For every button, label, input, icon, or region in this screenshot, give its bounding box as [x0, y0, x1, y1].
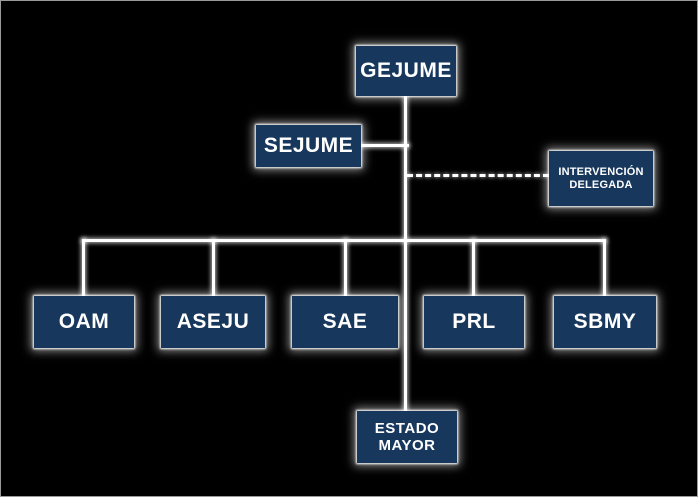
node-estado-mayor-label: ESTADO MAYOR — [374, 419, 440, 454]
node-gejume: GEJUME — [356, 46, 456, 96]
drop-line-prl — [472, 239, 475, 296]
node-prl-label: PRL — [452, 309, 496, 333]
connector-gejume-to-estado-mayor — [404, 94, 407, 413]
node-sbmy-label: SBMY — [573, 309, 637, 333]
node-intervencion-delegada: INTERVENCIÓN DELEGADA — [549, 151, 653, 206]
connector-intervencion-dashed — [407, 174, 549, 177]
connector-sejume — [359, 144, 409, 147]
node-oam-label: OAM — [58, 309, 110, 333]
node-gejume-label: GEJUME — [360, 58, 452, 82]
node-estado-mayor: ESTADO MAYOR — [357, 411, 457, 463]
drop-line-sae — [344, 239, 347, 296]
node-intervencion-delegada-label: INTERVENCIÓN DELEGADA — [558, 165, 644, 191]
node-sejume: SEJUME — [256, 125, 361, 167]
node-aseju-label: ASEJU — [176, 309, 250, 333]
drop-line-oam — [82, 239, 85, 296]
node-aseju: ASEJU — [161, 296, 265, 348]
node-sbmy: SBMY — [554, 296, 656, 348]
node-sae: SAE — [292, 296, 398, 348]
node-sejume-label: SEJUME — [263, 133, 354, 157]
node-prl: PRL — [424, 296, 524, 348]
drop-line-aseju — [212, 239, 215, 296]
node-oam: OAM — [34, 296, 134, 348]
drop-line-sbmy — [603, 239, 606, 296]
node-sae-label: SAE — [322, 309, 368, 333]
